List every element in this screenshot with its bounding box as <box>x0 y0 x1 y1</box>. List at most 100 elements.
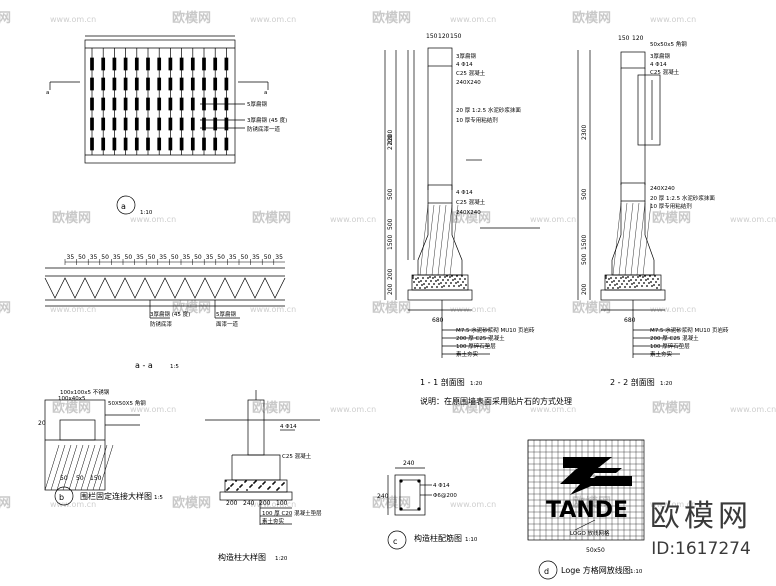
grate-weld <box>168 117 173 131</box>
gravel-dot <box>612 287 614 289</box>
hatch-line <box>431 204 441 276</box>
gravel-dot <box>652 278 654 280</box>
dim-label: 35 <box>136 254 144 261</box>
section-note: 4 Φ14 <box>456 62 473 68</box>
gravel-dot <box>650 281 652 283</box>
grate-weld <box>146 117 150 131</box>
figure-a-scale: 1:10 <box>140 210 153 216</box>
gravel-dot <box>631 283 633 285</box>
gravel-dot <box>614 284 616 286</box>
hatch-line <box>636 202 646 276</box>
section-2-2 <box>577 50 680 358</box>
fence-detail <box>44 399 140 506</box>
gravel-dot <box>255 480 257 482</box>
grate-weld <box>202 77 206 91</box>
gravel-dot <box>452 279 454 281</box>
gravel-dot <box>462 281 464 283</box>
gravel-dot <box>624 286 626 288</box>
grate-note-2: 3厚扁钢 (45 度) <box>247 116 287 124</box>
logo-text: TANDE <box>546 498 628 523</box>
section-note: 10 厚专用粘结剂 <box>650 202 692 210</box>
dim-label: 50 <box>125 254 133 261</box>
gravel-dot <box>445 282 447 284</box>
grate-weld <box>101 57 106 71</box>
grate-weld <box>202 117 206 131</box>
watermark-tile: 欧模网 <box>452 400 491 416</box>
grate-weld <box>101 137 106 151</box>
section-1-1-hatch <box>412 204 467 289</box>
watermark-id: ID:1617274 <box>651 539 751 559</box>
gravel-dot <box>464 278 466 280</box>
gravel-dot <box>458 285 460 287</box>
watermark-tile: 欧模网 <box>572 10 611 26</box>
fence-dim-2: 50 <box>76 475 84 482</box>
watermark-tile: 欧模网 <box>652 400 691 416</box>
gravel-dot <box>620 277 622 279</box>
section-dim: 200 <box>387 268 394 280</box>
gravel-dot <box>619 286 621 288</box>
general-note: 说明：在原围墙表面采用贴片石的方式处理 <box>420 396 572 406</box>
gravel-dot <box>606 281 608 283</box>
section-note: C25 混凝土 <box>456 198 486 206</box>
gravel-dot <box>618 280 620 282</box>
grate-weld <box>168 77 173 91</box>
grate-weld <box>157 137 162 151</box>
grate-weld <box>134 77 139 91</box>
gravel-dot <box>426 286 428 288</box>
section-dim: 200 <box>581 283 588 295</box>
grate-weld <box>224 117 229 131</box>
grate-weld <box>90 117 94 131</box>
tag-a-left: a <box>46 90 49 96</box>
gravel-dot <box>235 480 237 482</box>
gravel-dot <box>605 275 607 277</box>
dim-label: 50 <box>171 254 179 261</box>
gravel-dot <box>627 276 629 278</box>
gravel-dot <box>639 275 641 277</box>
hatch-line <box>624 202 634 276</box>
gravel-dot <box>653 284 655 286</box>
watermark-url: www.om.cn <box>130 215 176 224</box>
grate-weld <box>213 117 218 131</box>
section-note: C25 混凝土 <box>456 69 486 77</box>
gravel-dot <box>424 287 426 289</box>
gravel-dot <box>434 276 436 278</box>
gravel-dot <box>636 285 638 287</box>
gravel-dot <box>419 287 421 289</box>
watermark-tile: 欧模网 <box>652 210 691 226</box>
hatch-line <box>630 202 640 276</box>
fence-note-3: 100x40x5 <box>58 396 86 402</box>
gravel-dot <box>251 484 253 486</box>
post-section-note-1: 4 Φ14 <box>433 483 450 489</box>
watermark-brand: 欧模网 <box>650 499 752 534</box>
fence-dim-4: 20 <box>38 420 46 427</box>
grate-weld <box>90 77 94 91</box>
grate-weld <box>213 77 218 91</box>
gravel-dot <box>413 281 415 283</box>
hatch-line <box>68 444 84 491</box>
hatch-line <box>86 444 102 491</box>
gravel-dot <box>274 481 276 483</box>
section-dim: 2200 <box>387 130 394 145</box>
grate-weld <box>190 137 195 151</box>
post-note-4: 素土夯实 <box>262 517 285 525</box>
watermark-tile: 欧模网 <box>172 300 211 316</box>
section-2-2-title: 2 - 2 剖面图 <box>610 377 655 387</box>
gravel-dot <box>635 279 637 281</box>
gravel-dot <box>647 278 649 280</box>
gravel-dot <box>454 278 456 280</box>
gravel-dot <box>607 287 609 289</box>
section-dim: 500 <box>581 253 588 265</box>
hatch-line <box>92 444 108 491</box>
hatch-line <box>50 444 66 491</box>
grate-weld <box>213 57 218 71</box>
grate-weld <box>213 137 218 151</box>
figure-a-letter: a <box>121 202 126 211</box>
watermark-url: www.om.cn <box>650 305 696 314</box>
watermark-tile: 欧模网 <box>0 495 11 511</box>
gravel-dot <box>435 280 437 282</box>
post-section-dim-2: 240 <box>377 493 389 500</box>
section-note: 10 厚专用粘结剂 <box>456 116 498 124</box>
